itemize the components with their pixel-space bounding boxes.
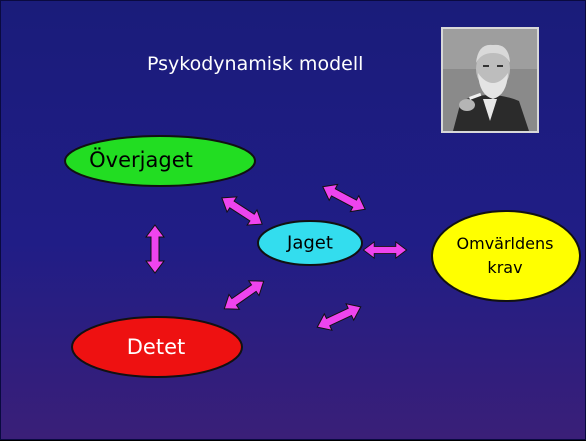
arrow-jaget-detet bbox=[218, 273, 270, 317]
label-jaget: Jaget bbox=[287, 232, 333, 254]
node-jaget bbox=[257, 220, 363, 266]
node-omvarldens bbox=[431, 210, 581, 302]
label-omvarldens-line1: Omvärldens bbox=[456, 234, 554, 253]
label-omvarldens-line2: krav bbox=[487, 258, 523, 277]
arrow-upper-omvarldens bbox=[318, 178, 370, 218]
slide-title: Psykodynamisk modell bbox=[147, 53, 364, 75]
node-detet bbox=[71, 316, 243, 378]
portrait-illustration bbox=[443, 29, 537, 131]
label-detet: Detet bbox=[126, 335, 186, 359]
node-overjaget bbox=[64, 135, 256, 187]
arrow-overjaget-detet bbox=[145, 224, 165, 274]
portrait-photo bbox=[441, 27, 539, 133]
label-overjaget: Överjaget bbox=[89, 148, 193, 172]
arrow-jaget-omvarldens bbox=[362, 241, 408, 259]
label-omvarldens: Omvärldens krav bbox=[457, 232, 554, 280]
arrow-lower-omvarldens bbox=[312, 298, 366, 336]
arrow-overjaget-jaget bbox=[216, 189, 268, 233]
